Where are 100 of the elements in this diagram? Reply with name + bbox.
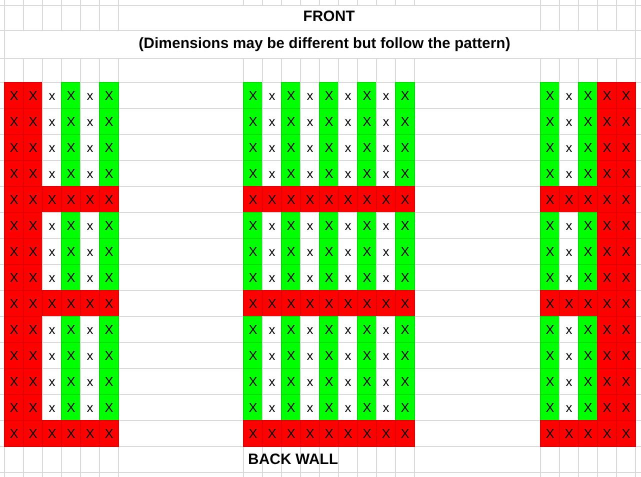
table-cell: x (559, 212, 579, 239)
table-cell: X (23, 290, 43, 317)
table-cell: X (357, 134, 377, 161)
table-cell: X (357, 238, 377, 265)
table-cell: X (578, 394, 598, 421)
table-cell: X (338, 420, 358, 447)
table-cell: X (376, 420, 396, 447)
table-cell: X (99, 394, 119, 421)
table-cell: x (376, 316, 396, 343)
table-cell: X (319, 160, 339, 187)
table-cell: X (4, 394, 24, 421)
table-cell: X (578, 212, 598, 239)
table-cell: X (61, 212, 81, 239)
table-cell: X (61, 342, 81, 369)
table-cell: X (300, 420, 320, 447)
table-cell: X (597, 420, 617, 447)
table-cell: X (616, 186, 636, 213)
table-cell: x (80, 212, 100, 239)
table-cell: x (338, 212, 358, 239)
table-cell: X (540, 420, 560, 447)
table-cell: X (42, 186, 62, 213)
table-cell: X (4, 186, 24, 213)
table-cell: X (540, 342, 560, 369)
table-cell: X (243, 186, 263, 213)
table-cell: X (357, 212, 377, 239)
table-cell: X (61, 186, 81, 213)
table-cell: X (319, 316, 339, 343)
table-cell: X (540, 368, 560, 395)
table-cell: X (357, 186, 377, 213)
table-cell: X (23, 316, 43, 343)
table-cell: X (395, 342, 415, 369)
table-cell: X (61, 160, 81, 187)
table-cell: X (281, 290, 301, 317)
table-cell: X (616, 342, 636, 369)
table-cell: X (395, 186, 415, 213)
table-cell: X (61, 368, 81, 395)
table-cell: X (357, 108, 377, 135)
table-cell: X (61, 238, 81, 265)
table-cell: X (559, 420, 579, 447)
table-cell: X (319, 238, 339, 265)
table-cell: X (4, 238, 24, 265)
table-cell: X (597, 368, 617, 395)
table-cell: X (578, 238, 598, 265)
table-cell: X (4, 134, 24, 161)
table-cell: X (4, 342, 24, 369)
table-cell: X (281, 264, 301, 291)
table-cell: X (319, 420, 339, 447)
table-cell: X (616, 368, 636, 395)
table-cell: X (559, 290, 579, 317)
table-cell: X (357, 264, 377, 291)
subtitle-note: (Dimensions may be different but follow the pattern) (138, 35, 512, 52)
table-cell: X (99, 316, 119, 343)
table-cell: X (540, 212, 560, 239)
table-cell: X (357, 160, 377, 187)
table-cell: X (23, 420, 43, 447)
table-cell: X (262, 290, 282, 317)
table-cell: x (300, 212, 320, 239)
table-cell: X (281, 420, 301, 447)
table-cell: X (319, 212, 339, 239)
table-cell: X (243, 290, 263, 317)
table-cell: X (357, 82, 377, 109)
table-cell: x (300, 316, 320, 343)
table-cell: X (281, 394, 301, 421)
table-cell: X (559, 186, 579, 213)
table-cell: X (99, 108, 119, 135)
table-cell: X (23, 238, 43, 265)
table-cell: X (319, 134, 339, 161)
table-cell: X (4, 82, 24, 109)
table-cell: X (23, 342, 43, 369)
table-cell: X (616, 238, 636, 265)
table-cell: X (395, 394, 415, 421)
table-cell: X (42, 290, 62, 317)
table-cell: X (243, 420, 263, 447)
table-cell: X (578, 134, 598, 161)
table-cell: X (395, 290, 415, 317)
table-cell: X (357, 316, 377, 343)
table-cell: X (357, 394, 377, 421)
table-cell: X (395, 420, 415, 447)
table-cell: X (80, 186, 100, 213)
table-cell: X (243, 108, 263, 135)
table-cell: X (597, 238, 617, 265)
table-cell: X (80, 290, 100, 317)
table-cell: X (243, 342, 263, 369)
table-cell: X (540, 134, 560, 161)
table-cell: X (281, 134, 301, 161)
table-cell: X (578, 420, 598, 447)
table-cell: X (61, 82, 81, 109)
table-cell: X (395, 160, 415, 187)
table-cell: X (616, 316, 636, 343)
table-cell: X (99, 82, 119, 109)
table-cell: x (338, 316, 358, 343)
table-cell: x (262, 316, 282, 343)
table-cell: x (42, 212, 62, 239)
table-cell: X (281, 108, 301, 135)
table-cell: X (540, 394, 560, 421)
table-cell: X (23, 186, 43, 213)
table-cell: X (243, 134, 263, 161)
table-cell: X (61, 394, 81, 421)
table-cell: X (281, 186, 301, 213)
table-cell: X (578, 160, 598, 187)
